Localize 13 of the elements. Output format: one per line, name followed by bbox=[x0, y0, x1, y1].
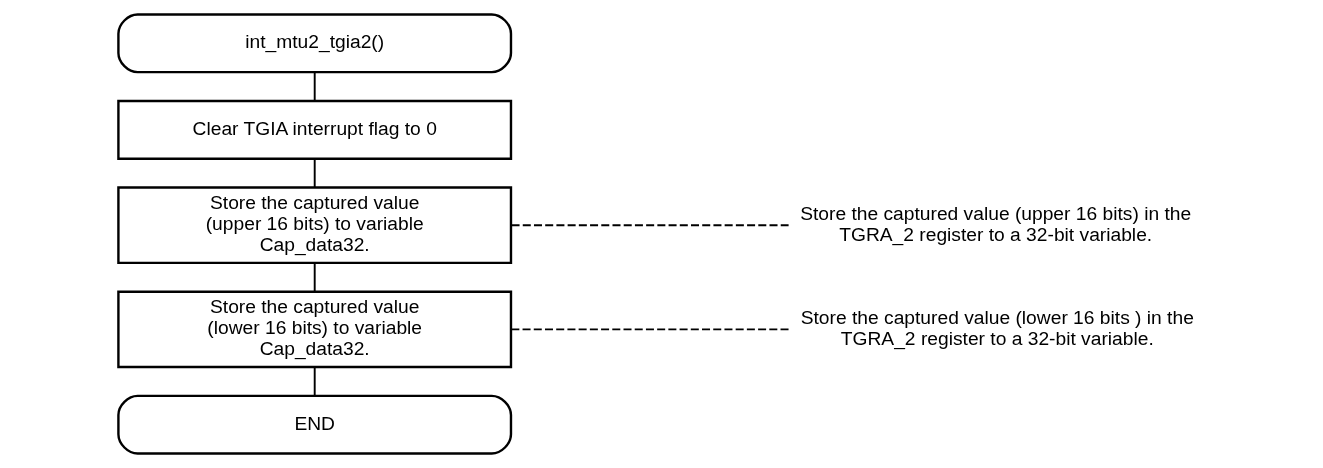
connector bbox=[313, 71, 316, 102]
node-text: Store the captured value (lower 16 bits ) in the TGRA_2 register to a 32-bit variable. bbox=[800, 306, 1194, 349]
node-box: END bbox=[116, 394, 512, 455]
connector bbox=[313, 366, 316, 397]
node-box: int_mtu2_tgia2() bbox=[116, 13, 512, 74]
node-box: Store the captured value (lower 16 bits) to variable Cap_data32. bbox=[116, 290, 512, 369]
connector bbox=[509, 328, 790, 331]
connector bbox=[313, 158, 316, 189]
connector bbox=[510, 224, 790, 227]
connector bbox=[313, 262, 316, 292]
node-box: Store the captured value (upper 16 bits) to variable Cap_data32. bbox=[116, 186, 512, 265]
node-box: Clear TGIA interrupt flag to 0 bbox=[116, 99, 512, 160]
node-text: Store the captured value (upper 16 bits) in the TGRA_2 register to a 32-bit variable. bbox=[799, 202, 1191, 245]
